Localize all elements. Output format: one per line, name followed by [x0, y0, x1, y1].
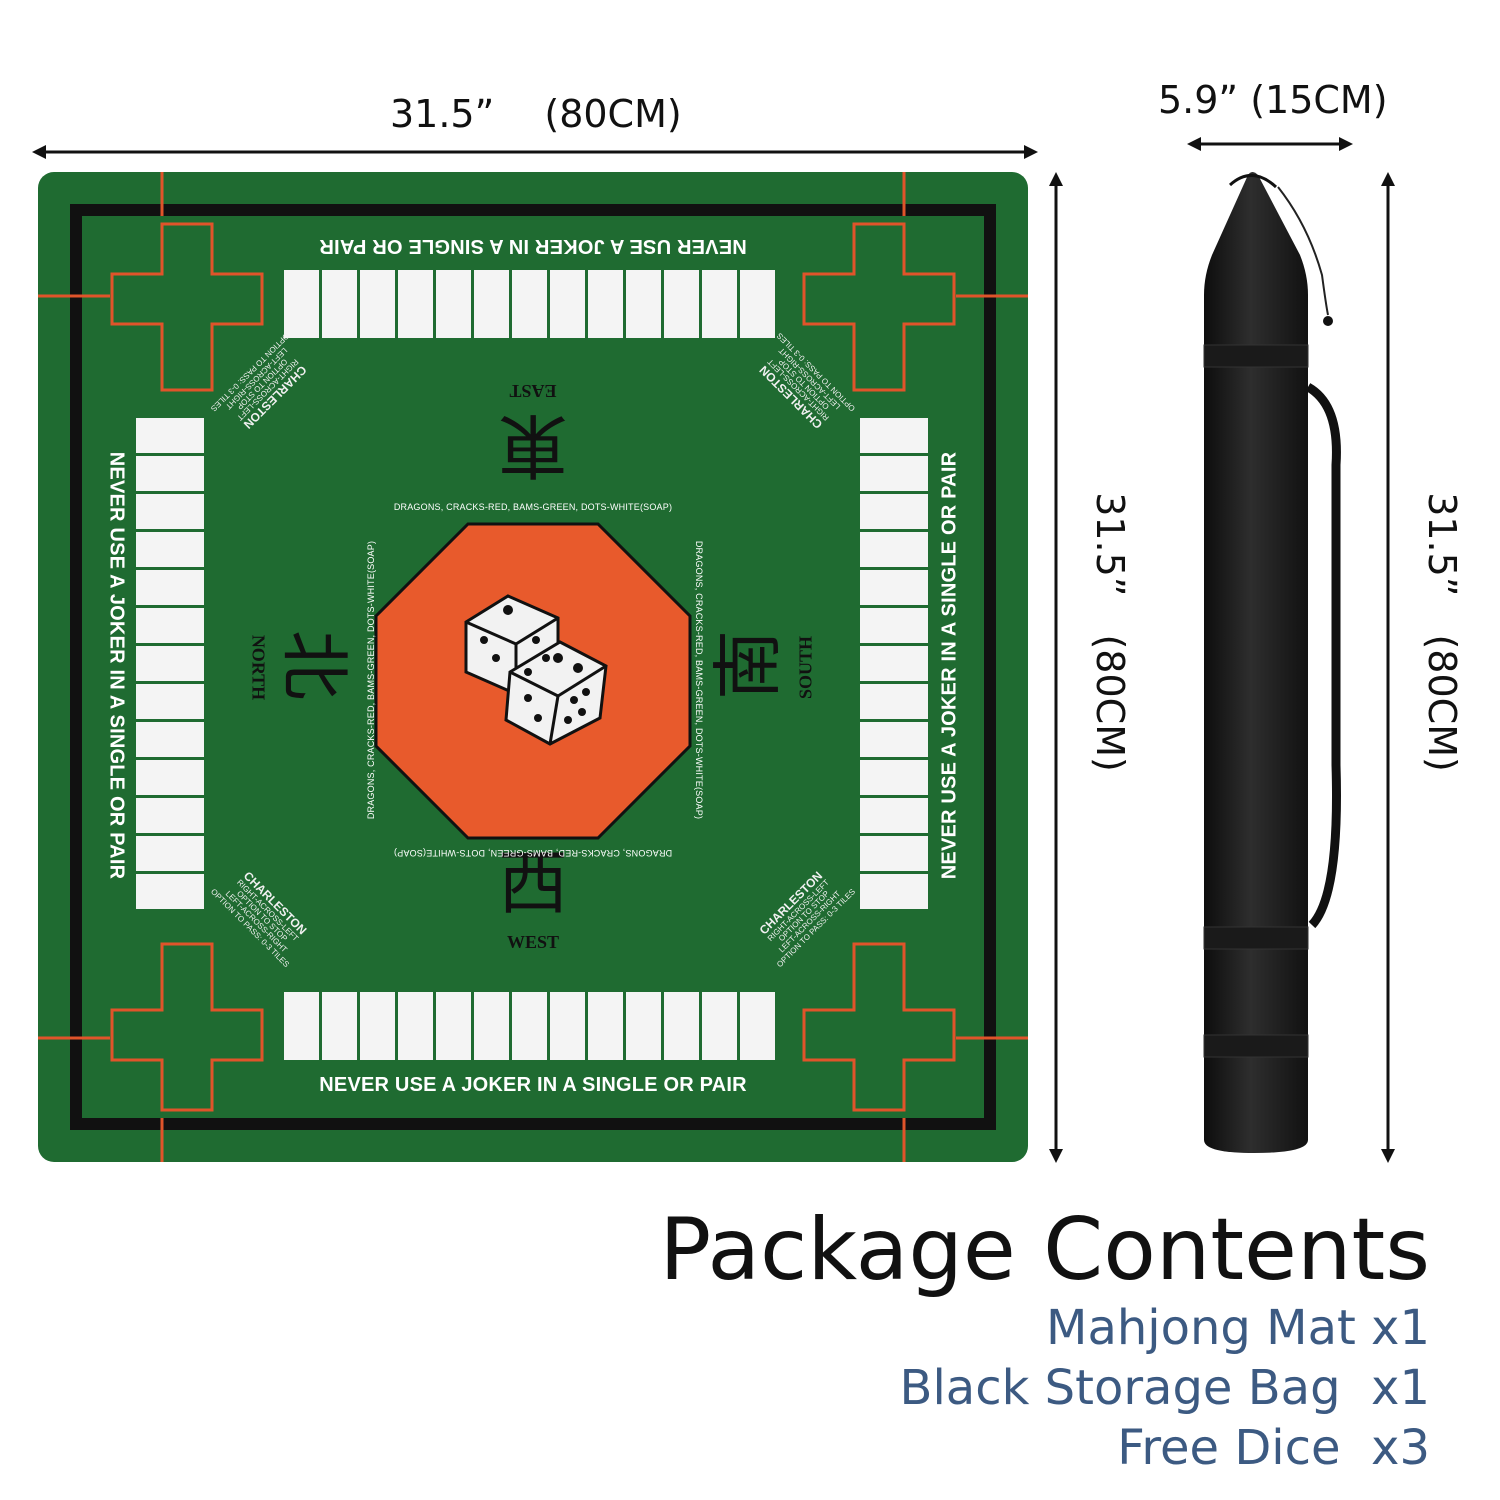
package-item-bag: Black Storage Bag x1 — [899, 1360, 1430, 1416]
wind-north-name: NORTH — [248, 634, 269, 701]
wind-south-char: 南 — [707, 630, 789, 700]
mat-lines — [38, 172, 1028, 1162]
rule-text-right: NEVER USE A JOKER IN A SINGLE OR PAIR — [938, 451, 961, 880]
mat-height-label: 31.5” (80CM) — [1088, 492, 1132, 772]
mat-width-label: 31.5” (80CM) — [390, 92, 682, 136]
bag-length-label: 31.5” (80CM) — [1420, 492, 1464, 772]
ring-text-top: DRAGONS, CRACKS-RED, BAMS-GREEN, DOTS-WH… — [393, 502, 673, 512]
ring-text-left: DRAGONS, CRACKS-RED, BAMS-GREEN, DOTS-WH… — [366, 540, 376, 820]
rule-text-bottom: NEVER USE A JOKER IN A SINGLE OR PAIR — [319, 1074, 747, 1096]
ring-text-right: DRAGONS, CRACKS-RED, BAMS-GREEN, DOTS-WH… — [694, 540, 704, 820]
storage-bag — [1203, 172, 1341, 1153]
mat-height-arrow — [1049, 172, 1063, 1163]
package-item-dice: Free Dice x3 — [1117, 1420, 1430, 1476]
bag-length-arrow — [1381, 172, 1395, 1163]
package-title: Package Contents — [659, 1200, 1430, 1300]
wind-west-char: 西 — [498, 842, 568, 924]
tile-row-top — [284, 270, 775, 338]
wind-east-name: EAST — [509, 381, 557, 401]
ring-text-bottom: DRAGONS, CRACKS-RED, BAMS-GREEN, DOTS-WH… — [393, 848, 673, 858]
mat-width-arrow — [32, 145, 1038, 159]
tile-col-right — [860, 418, 928, 909]
rule-text-top: NEVER USE A JOKER IN A SINGLE OR PAIR — [319, 235, 747, 257]
bag-diameter-label: 5.9” (15CM) — [1158, 78, 1388, 122]
rule-text-left: NEVER USE A JOKER IN A SINGLE OR PAIR — [105, 451, 128, 880]
wind-west-name: WEST — [506, 932, 560, 952]
tile-col-left — [136, 418, 204, 909]
mahjong-mat: NEVER USE A JOKER IN A SINGLE OR PAIR NE… — [38, 172, 1028, 1162]
wind-south-name: SOUTH — [795, 635, 816, 700]
package-item-mat: Mahjong Mat x1 — [1046, 1300, 1430, 1356]
tile-row-bottom — [284, 992, 775, 1060]
bag-diameter-arrow — [1187, 137, 1353, 151]
wind-north-char: 北 — [273, 630, 355, 700]
wind-east-char: 東 — [498, 404, 568, 486]
